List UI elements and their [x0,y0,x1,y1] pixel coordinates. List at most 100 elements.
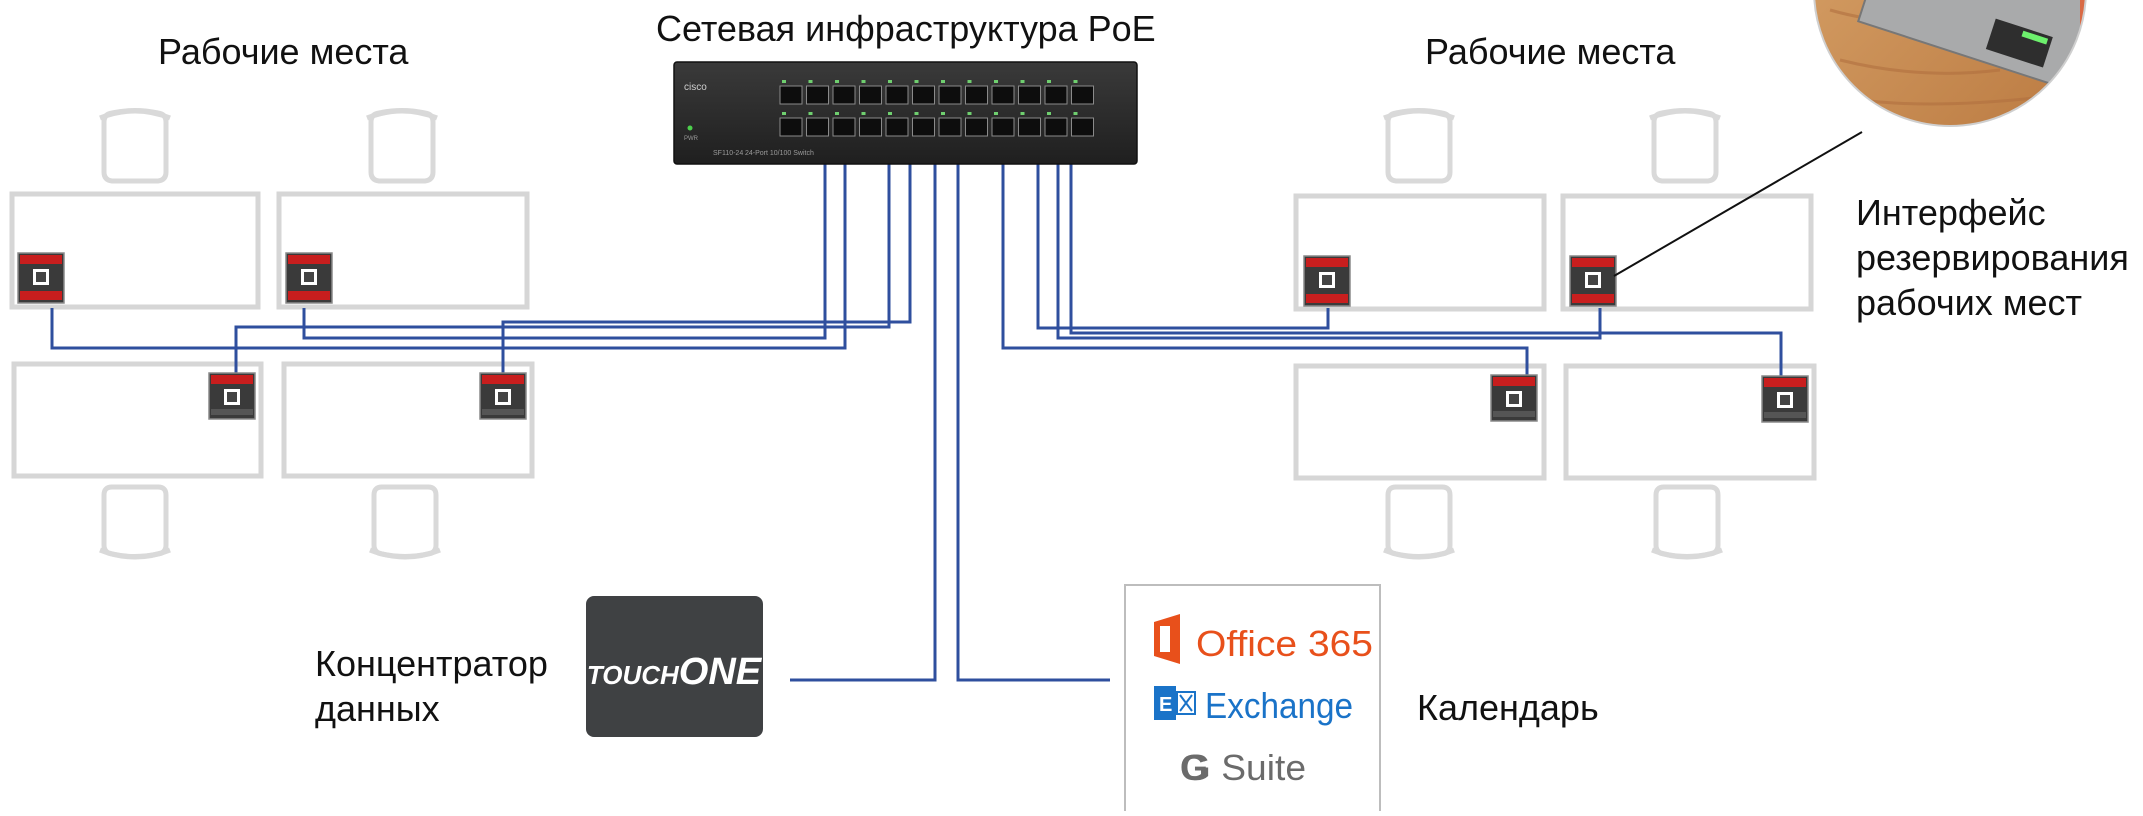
gsuite-label: G Suite [1182,747,1306,788]
switch-port [965,85,988,105]
port-led [1020,112,1025,115]
switch-port [779,117,803,137]
switch-port [806,117,829,137]
booking-interface-line3: рабочих мест [1856,282,2083,323]
switch-port [832,117,856,137]
chair-icon [1383,484,1455,560]
port-led [835,80,839,83]
cable-line [790,145,937,682]
desk-booking-panel-icon [208,372,256,420]
booking-interface-line2: резервирования [1856,237,2129,278]
switch-port [885,117,909,137]
cables [50,145,1783,682]
cable-line [1069,145,1783,376]
booking-devices [17,252,1809,423]
cable-line [956,145,1110,682]
desks [9,191,1817,481]
port-led [1020,80,1025,83]
port-led [782,112,786,115]
network-switch-icon: cisco PWR SF110-24 24-Port 10/100 Switch [673,61,1138,165]
switch-port [912,117,935,137]
chair-icon [1383,108,1455,184]
hub-logo-part1: TOUCH [587,660,680,690]
port-led [967,80,972,83]
calendar-label: Календарь [1417,687,1599,728]
port-led [888,112,892,115]
touchone-hub-icon: TOUCHONE [586,596,763,737]
switch-led-label: PWR [684,136,699,142]
desk-booking-panel-icon [1569,255,1617,307]
office-logo-icon [1154,614,1180,664]
switch-port [859,85,882,105]
switch-port [938,117,962,137]
hub-logo: TOUCHONE [587,651,763,693]
port-led [994,112,998,115]
chairs-bottom [99,484,1723,560]
port-led [914,80,919,83]
desk-icon [1293,363,1547,481]
exchange-logo-icon: E [1154,686,1196,720]
cable-line [1001,145,1529,376]
svg-text:E: E [1159,694,1172,716]
switch-port [965,117,988,137]
chair-icon [1651,484,1723,560]
port-led [967,112,972,115]
chair-icon [366,108,438,184]
port-led [888,80,892,83]
desk-booking-panel-icon [1303,255,1351,307]
port-led [1073,112,1078,115]
switch-port [1018,85,1041,105]
callout-line [1613,131,1863,277]
port-led [835,112,839,115]
port-led [1047,80,1051,83]
exchange-label: Exchange [1205,685,1353,726]
switch-port [1044,85,1068,105]
cable-line [50,145,847,350]
desk-booking-panel-icon [285,252,333,304]
chair-icon [99,484,171,560]
switch-ports [779,80,1094,137]
switch-port [1044,117,1068,137]
cable-line [1036,145,1330,330]
switch-port [938,85,962,105]
switch-model: SF110-24 [713,150,743,157]
workplaces-left-label: Рабочие места [158,31,409,72]
switch-description: 24-Port 10/100 Switch [745,150,814,157]
switch-port [991,85,1015,105]
switch-port [779,85,803,105]
port-led [808,80,813,83]
hub-logo-part2: ONE [679,651,763,693]
workplaces-right-label: Рабочие места [1425,31,1676,72]
desk-booking-panel-icon [1490,374,1538,422]
desk-closeup-photo [1813,0,2087,127]
chairs-top [99,108,1721,184]
switch-port [912,85,935,105]
power-led-icon [687,125,693,131]
switch-port [1071,85,1094,105]
desk-booking-panel-icon [17,252,65,304]
switch-port [1071,117,1094,137]
port-led [941,80,945,83]
port-led [994,80,998,83]
chair-icon [99,108,171,184]
port-led [1047,112,1051,115]
cable-line [234,145,891,376]
desk-booking-panel-icon [1761,375,1809,423]
port-led [1073,80,1078,83]
port-led [782,80,786,83]
desk-icon [1563,363,1817,481]
cable-line [1056,145,1602,340]
switch-port [832,85,856,105]
port-led [914,112,919,115]
data-hub-line1: Концентратор [315,643,548,684]
cable-line [501,145,912,376]
chair-icon [1649,108,1721,184]
infra-title: Сетевая инфраструктура PoE [656,8,1156,49]
desk-booking-panel-icon [479,372,527,420]
port-led [941,112,945,115]
office-label: Office 365 [1196,623,1373,664]
calendar-services-box: Office 365 E Exchange G G Suite [1124,584,1381,816]
port-led [861,112,866,115]
switch-port [859,117,882,137]
g-logo-icon: G [1180,747,1208,788]
